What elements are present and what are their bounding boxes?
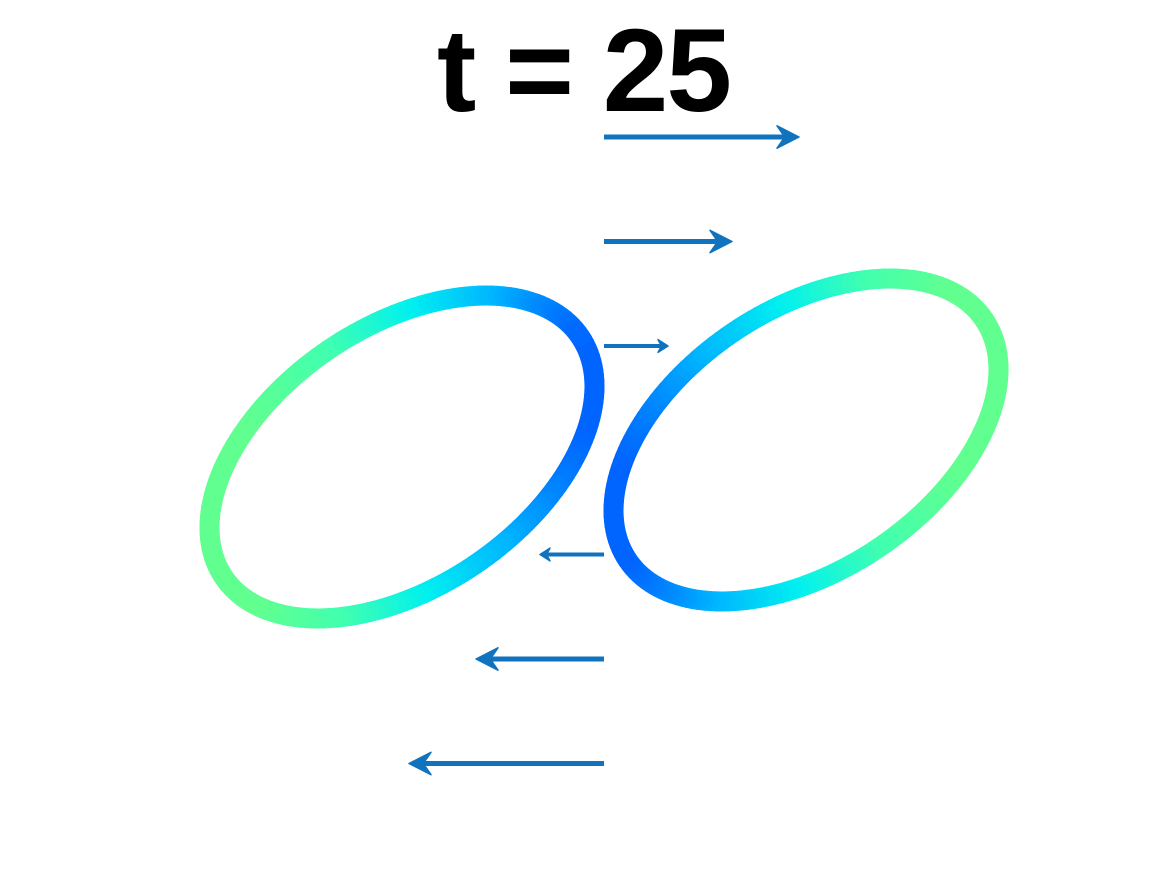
arrow-head — [657, 338, 669, 354]
arrow-head — [709, 229, 733, 254]
ring-segment — [971, 306, 995, 330]
velocity-arrow — [475, 647, 604, 671]
velocity-arrow — [604, 229, 733, 254]
velocity-arrow — [604, 125, 800, 149]
rings-layer — [199, 268, 1009, 629]
arrow-head — [475, 647, 499, 671]
ring-segment — [567, 323, 591, 347]
ring-left — [199, 285, 605, 629]
velocity-arrow — [408, 751, 604, 776]
arrow-head — [776, 125, 800, 149]
velocity-arrow — [539, 547, 604, 562]
arrow-head — [408, 751, 432, 776]
velocity-arrows — [408, 125, 800, 776]
figure-title: t = 25 — [436, 5, 732, 137]
velocity-arrow — [604, 338, 669, 354]
ring-right — [603, 268, 1009, 612]
arrow-head — [539, 547, 551, 562]
